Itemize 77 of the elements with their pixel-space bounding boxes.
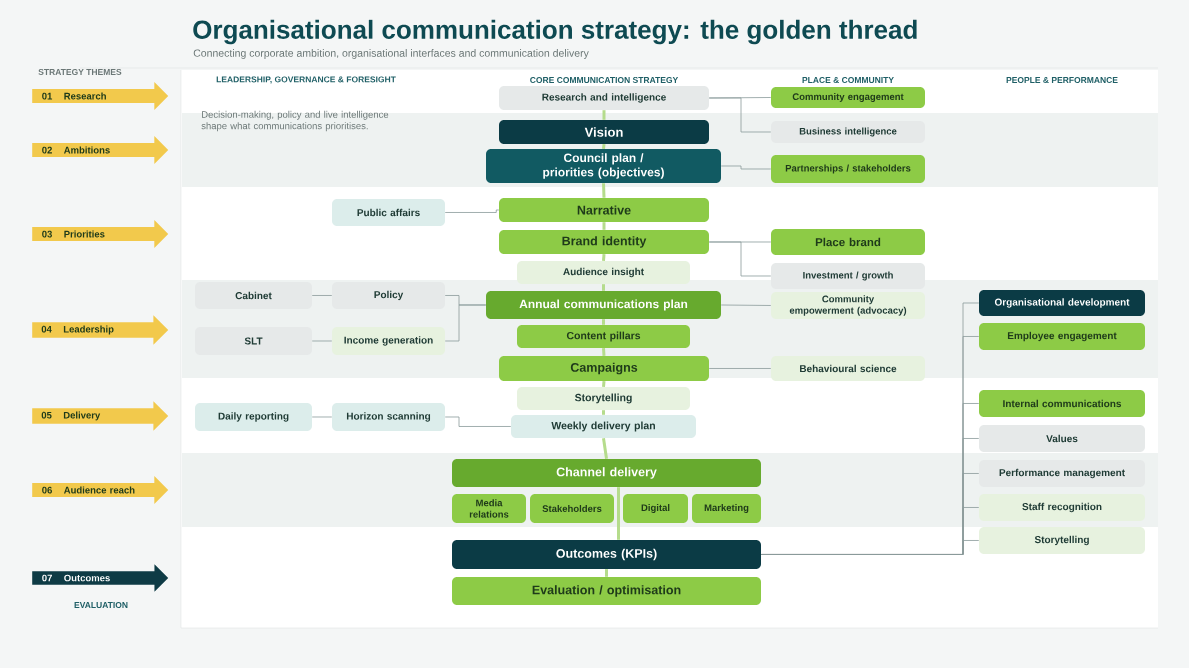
rounded-box: Channel delivery xyxy=(452,459,761,487)
vertical-line xyxy=(617,487,620,540)
rounded-box: Values xyxy=(979,425,1145,452)
rounded-box: Horizon scanning xyxy=(332,403,445,431)
rounded-box: Council plan / priorities (objectives) xyxy=(486,149,721,183)
rounded-box: Marketing xyxy=(692,494,761,523)
column-heading: LEADERSHIP, GOVERNANCE & FORESIGHT xyxy=(216,76,396,84)
rounded-box: Community empowerment (advocacy) xyxy=(771,292,925,319)
rounded-box: Daily reporting xyxy=(195,403,312,431)
connector-line xyxy=(720,304,772,306)
theme-tag: 04 Leadership xyxy=(32,315,169,345)
rounded-box: Campaigns xyxy=(499,356,709,381)
rounded-box: Vision xyxy=(499,120,709,144)
rounded-box: Content pillars xyxy=(517,325,690,348)
rounded-box: Stakeholders xyxy=(530,494,614,523)
rounded-box: Research and intelligence xyxy=(499,86,709,110)
connector-line xyxy=(720,165,772,170)
connector-line xyxy=(708,368,772,369)
rounded-box: Storytelling xyxy=(517,387,690,410)
vertical-line xyxy=(602,144,606,149)
connector-line xyxy=(311,340,333,342)
vertical-line xyxy=(602,348,606,356)
rounded-box: Cabinet xyxy=(195,282,312,309)
vertical-line xyxy=(602,438,608,459)
theme-tag: 07 Outcomes xyxy=(32,564,169,592)
rounded-box: SLT xyxy=(195,327,312,355)
rounded-box: Organisational development xyxy=(979,290,1145,316)
rounded-box: Outcomes (KPIs) xyxy=(452,540,761,569)
vertical-line xyxy=(602,254,606,261)
vertical-line xyxy=(602,381,606,387)
theme-tag: 03 Priorities xyxy=(32,220,169,248)
rounded-box: Income generation xyxy=(332,327,445,355)
rounded-box: Narrative xyxy=(499,198,709,222)
vertical-line xyxy=(605,569,608,577)
vertical-line xyxy=(602,183,606,198)
rounded-box: Audience insight xyxy=(517,261,690,284)
rounded-box: Performance management xyxy=(979,460,1145,487)
rounded-box: Storytelling xyxy=(979,527,1145,554)
rounded-box: Brand identity xyxy=(499,230,709,254)
vertical-line xyxy=(602,284,605,291)
rounded-box: Policy xyxy=(332,282,445,309)
vertical-line xyxy=(602,410,605,415)
theme-tag: 02 Ambitions xyxy=(32,136,169,164)
rounded-box: Community engagement xyxy=(771,87,925,108)
rounded-box: Staff recognition xyxy=(979,494,1145,521)
connector-line xyxy=(444,304,487,342)
rounded-box: Internal communications xyxy=(979,390,1145,417)
theme-tag: 01 Research xyxy=(32,82,169,110)
connector-line xyxy=(708,97,772,133)
rounded-box: Media relations xyxy=(452,494,526,523)
rounded-box: Behavioural science xyxy=(771,356,925,381)
connector-line xyxy=(311,416,333,418)
vertical-line xyxy=(602,110,606,120)
rounded-box: Digital xyxy=(623,494,688,523)
rounded-box: Investment / growth xyxy=(771,263,925,289)
vertical-line xyxy=(602,319,605,325)
rounded-box: Employee engagement xyxy=(979,323,1145,350)
connector-line xyxy=(760,540,980,555)
column-heading: PEOPLE & PERFORMANCE xyxy=(1006,77,1118,83)
description-text: Decision-making, policy and live intelligence shape what communications prioritises. xyxy=(201,110,389,132)
vertical-line xyxy=(602,222,606,230)
theme-tag: 06 Audience reach xyxy=(32,476,169,504)
title: Organisational communication strategy: the golden thread xyxy=(193,19,917,45)
theme-tag: 05 Delivery xyxy=(32,401,169,431)
rounded-box: Business intelligence xyxy=(771,121,925,143)
rounded-box: Evaluation / optimisation xyxy=(452,577,761,605)
rounded-box: Partnerships / stakeholders xyxy=(771,155,925,183)
rounded-box: Public affairs xyxy=(332,199,445,226)
rounded-box: Annual communications plan xyxy=(486,291,721,319)
subtitle: Connecting corporate ambition, organisational interfaces and communication delivery xyxy=(193,49,589,59)
rounded-box: Place brand xyxy=(771,229,925,255)
section-heading: EVALUATION xyxy=(74,602,128,608)
connector-line xyxy=(444,416,512,427)
rounded-box: Weekly delivery plan xyxy=(511,415,696,438)
connector-line xyxy=(311,295,333,296)
connector-line xyxy=(444,209,500,213)
connector-line xyxy=(708,241,772,277)
